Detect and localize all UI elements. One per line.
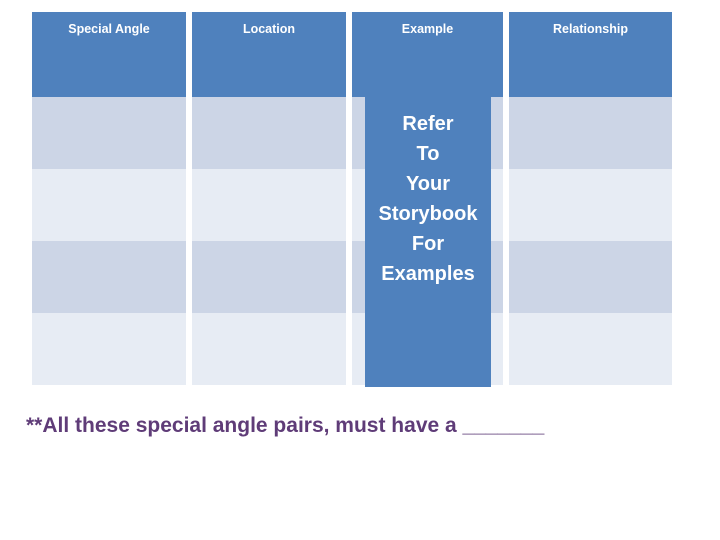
cell-location[interactable] bbox=[192, 241, 346, 313]
overlay-line: Refer bbox=[402, 113, 454, 135]
overlay-line: Storybook bbox=[378, 203, 478, 225]
example-column-overlay: Refer To Your Storybook For Examples bbox=[365, 97, 491, 387]
cell-relationship[interactable] bbox=[509, 97, 672, 169]
cell-special-angle[interactable] bbox=[32, 313, 186, 385]
column-header-relationship[interactable]: Relationship bbox=[509, 12, 672, 97]
table-header-row: Special Angle Location Example Relations… bbox=[32, 12, 672, 97]
column-header-location[interactable]: Location bbox=[192, 12, 346, 97]
cell-relationship[interactable] bbox=[509, 313, 672, 385]
special-angles-table: Special Angle Location Example Relations… bbox=[26, 12, 678, 385]
cell-relationship[interactable] bbox=[509, 169, 672, 241]
cell-location[interactable] bbox=[192, 97, 346, 169]
cell-special-angle[interactable] bbox=[32, 97, 186, 169]
footer-note: **All these special angle pairs, must ha… bbox=[26, 414, 545, 437]
cell-special-angle[interactable] bbox=[32, 241, 186, 313]
cell-special-angle[interactable] bbox=[32, 169, 186, 241]
cell-relationship[interactable] bbox=[509, 241, 672, 313]
overlay-line: To bbox=[416, 143, 440, 165]
overlay-line: Examples bbox=[381, 263, 475, 285]
table-row bbox=[32, 97, 672, 169]
cell-location[interactable] bbox=[192, 313, 346, 385]
column-header-special-angle[interactable]: Special Angle bbox=[32, 12, 186, 97]
cell-location[interactable] bbox=[192, 169, 346, 241]
overlay-line: Your bbox=[405, 173, 451, 195]
column-header-example[interactable]: Example bbox=[352, 12, 503, 97]
table-row bbox=[32, 169, 672, 241]
table-row bbox=[32, 241, 672, 313]
overlay-line: For bbox=[411, 233, 445, 255]
table-row bbox=[32, 313, 672, 385]
